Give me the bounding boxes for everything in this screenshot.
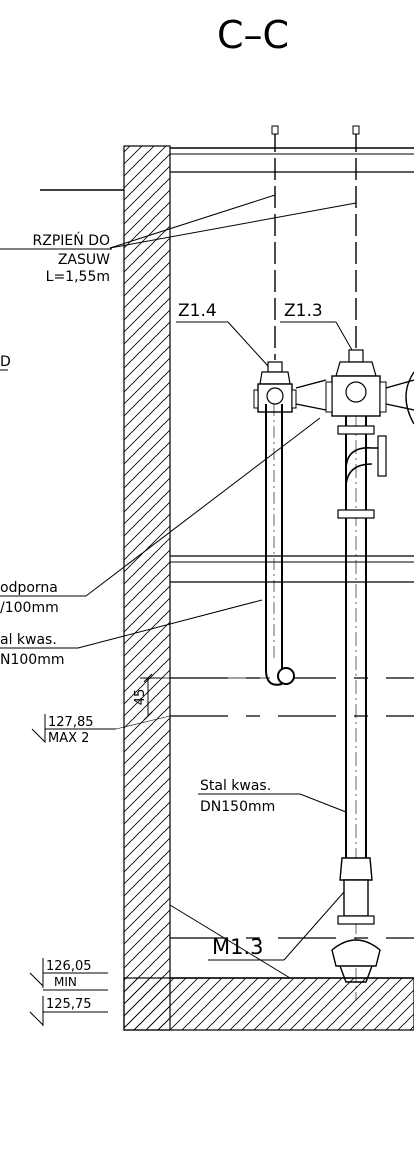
svg-text:Z1.3: Z1.3 bbox=[284, 301, 323, 321]
svg-text:ZASUW: ZASUW bbox=[58, 252, 110, 268]
top-slab bbox=[170, 147, 414, 173]
section-title: C–C bbox=[217, 13, 289, 57]
support-label: odporna /100mm bbox=[0, 417, 321, 616]
svg-text:N100mm: N100mm bbox=[0, 652, 64, 668]
valve-z14 bbox=[253, 361, 297, 413]
spindle-rods bbox=[271, 125, 360, 360]
svg-text:DN150mm: DN150mm bbox=[200, 799, 275, 815]
valve-label-z14: Z1.4 bbox=[176, 301, 269, 367]
left-partial-label: D bbox=[0, 354, 11, 370]
pipe-main-label: Stal kwas. DN150mm bbox=[198, 778, 347, 815]
svg-text:/100mm: /100mm bbox=[0, 600, 59, 616]
pump-m13 bbox=[331, 857, 381, 983]
svg-text:125,75: 125,75 bbox=[46, 997, 92, 1012]
svg-text:RZPIEŃ DO: RZPIEŃ DO bbox=[33, 231, 110, 249]
level-marker-min: 126,05 MIN bbox=[29, 958, 108, 991]
pipe-dn100 bbox=[265, 404, 295, 686]
bottom-slab bbox=[123, 977, 414, 1031]
svg-text:MIN: MIN bbox=[54, 975, 77, 989]
pipe-left-label: al kwas. N100mm bbox=[0, 599, 263, 668]
svg-text:45: 45 bbox=[133, 689, 148, 706]
pipe-dn150 bbox=[337, 416, 387, 1000]
valve-connector bbox=[295, 371, 414, 425]
svg-text:al kwas.: al kwas. bbox=[0, 632, 57, 648]
level-marker-bottom: 125,75 bbox=[29, 996, 108, 1027]
level-marker-max: 127,85 MAX 2 bbox=[31, 714, 171, 746]
left-wall bbox=[123, 145, 171, 1031]
pump-label: M1.3 bbox=[208, 891, 345, 961]
platform-beam bbox=[170, 555, 414, 583]
svg-text:odporna: odporna bbox=[0, 580, 58, 596]
svg-text:MAX 2: MAX 2 bbox=[48, 731, 89, 746]
svg-text:L=1,55m: L=1,55m bbox=[46, 269, 110, 285]
spindle-label: RZPIEŃ DO ZASUW L=1,55m bbox=[0, 231, 112, 285]
svg-text:126,05: 126,05 bbox=[46, 959, 92, 974]
svg-text:M1.3: M1.3 bbox=[212, 935, 264, 959]
dimension-45: 45 bbox=[133, 673, 270, 721]
svg-text:Stal kwas.: Stal kwas. bbox=[200, 778, 271, 794]
svg-text:127,85: 127,85 bbox=[48, 715, 94, 730]
valve-z13 bbox=[325, 349, 387, 417]
valve-label-z13: Z1.3 bbox=[280, 301, 353, 351]
svg-text:Z1.4: Z1.4 bbox=[178, 301, 217, 321]
